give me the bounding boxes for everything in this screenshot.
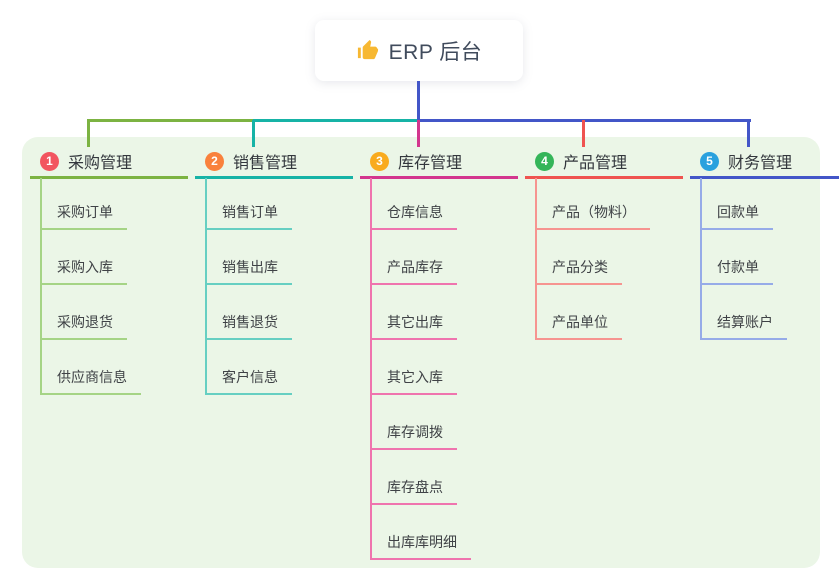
branch-child-item[interactable]: 付款单 (700, 249, 773, 285)
branch-child-label: 产品（物料） (552, 204, 636, 220)
branch-child-item[interactable]: 客户信息 (205, 359, 292, 395)
connector-root-line (417, 81, 420, 119)
branch-child-label: 仓库信息 (387, 204, 443, 220)
branch-child-item[interactable]: 销售出库 (205, 249, 292, 285)
branch-child-item[interactable]: 产品（物料） (535, 194, 650, 230)
branch-child-item[interactable]: 产品单位 (535, 304, 622, 340)
thumbs-up-icon (357, 39, 378, 60)
branch-number-badge: 1 (40, 151, 59, 171)
branch-child-item[interactable]: 销售退货 (205, 304, 292, 340)
branch-child-label: 付款单 (717, 259, 759, 275)
branch-label: 采购管理 (68, 155, 133, 172)
branch-child-label: 库存调拨 (387, 424, 443, 440)
branch-label: 库存管理 (398, 155, 463, 172)
branch-child-label: 其它出库 (387, 314, 443, 330)
connector-bus-segment (253, 119, 417, 122)
branch-number-badge: 5 (700, 151, 719, 171)
branch-child-label: 采购退货 (57, 314, 113, 330)
connector-child-trunk (535, 178, 537, 340)
branch-child-item[interactable]: 其它出库 (370, 304, 457, 340)
branch-child-item[interactable]: 产品分类 (535, 249, 622, 285)
branch-header[interactable]: 3 库存管理 (360, 146, 518, 179)
connector-child-trunk (370, 178, 372, 560)
branch-child-item[interactable]: 库存调拨 (370, 414, 457, 450)
branch-child-label: 出库库明细 (387, 534, 457, 550)
branch-child-item[interactable]: 产品库存 (370, 249, 457, 285)
connector-bus-segment (87, 119, 253, 122)
branch-child-label: 产品单位 (552, 314, 608, 330)
branch-child-label: 采购入库 (57, 259, 113, 275)
branch-number-badge: 4 (535, 151, 554, 171)
branch-child-item[interactable]: 其它入库 (370, 359, 457, 395)
branch-child-item[interactable]: 仓库信息 (370, 194, 457, 230)
branch-child-item[interactable]: 结算账户 (700, 304, 787, 340)
connector-branch-drop (582, 120, 585, 147)
branch-child-label: 供应商信息 (57, 369, 127, 385)
branch-header[interactable]: 4 产品管理 (525, 146, 683, 179)
branch-child-item[interactable]: 出库库明细 (370, 524, 471, 560)
branch-child-item[interactable]: 供应商信息 (40, 359, 141, 395)
connector-branch-drop (87, 120, 90, 147)
branch-child-item[interactable]: 回款单 (700, 194, 773, 230)
branch-header[interactable]: 2 销售管理 (195, 146, 353, 179)
branch-child-item[interactable]: 采购退货 (40, 304, 127, 340)
branch-child-label: 销售退货 (222, 314, 278, 330)
branch-child-label: 结算账户 (717, 314, 773, 330)
branch-child-label: 库存盘点 (387, 479, 443, 495)
branch-child-label: 产品分类 (552, 259, 608, 275)
connector-branch-drop (747, 120, 750, 147)
branch-number-badge: 2 (205, 151, 224, 171)
branch-child-label: 采购订单 (57, 204, 113, 220)
branch-label: 财务管理 (728, 155, 793, 172)
connector-child-trunk (40, 178, 42, 395)
branch-child-label: 回款单 (717, 204, 759, 220)
branch-child-label: 其它入库 (387, 369, 443, 385)
root-node[interactable]: ERP 后台 (315, 20, 523, 81)
branch-child-label: 客户信息 (222, 369, 278, 385)
connector-branch-drop (252, 120, 255, 147)
branch-child-item[interactable]: 采购入库 (40, 249, 127, 285)
branches-panel (22, 137, 820, 568)
branch-header[interactable]: 5 财务管理 (690, 146, 839, 179)
branch-label: 产品管理 (563, 155, 628, 172)
branch-child-label: 产品库存 (387, 259, 443, 275)
branch-header[interactable]: 1 采购管理 (30, 146, 188, 179)
root-title: ERP 后台 (388, 40, 483, 64)
branch-label: 销售管理 (233, 155, 298, 172)
branch-child-label: 销售订单 (222, 204, 278, 220)
branch-number-badge: 3 (370, 151, 389, 171)
branch-child-item[interactable]: 采购订单 (40, 194, 127, 230)
branch-child-item[interactable]: 库存盘点 (370, 469, 457, 505)
connector-child-trunk (700, 178, 702, 340)
branch-child-label: 销售出库 (222, 259, 278, 275)
branch-child-item[interactable]: 销售订单 (205, 194, 292, 230)
connector-child-trunk (205, 178, 207, 395)
connector-branch-drop (417, 120, 420, 147)
